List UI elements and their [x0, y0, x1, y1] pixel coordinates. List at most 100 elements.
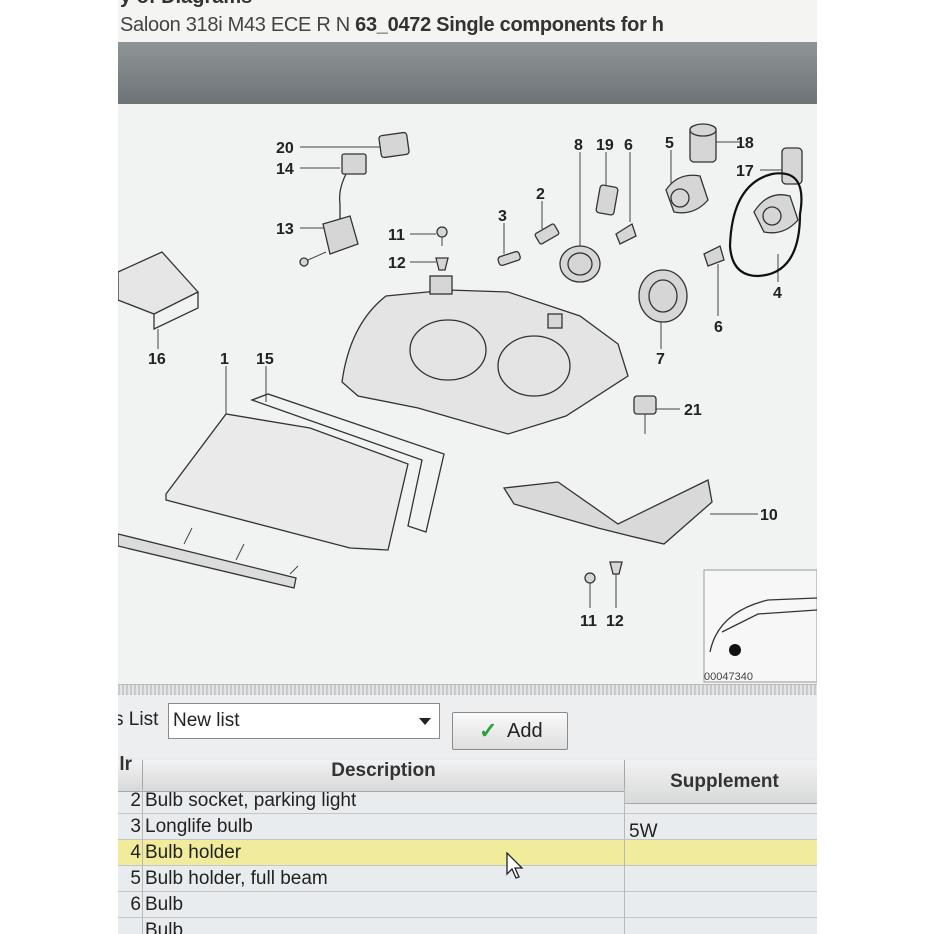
svg-text:19: 19 [596, 137, 614, 154]
window-title: y of Diagrams [120, 0, 252, 9]
screw-11-low [584, 572, 596, 584]
svg-text:7: 7 [656, 351, 665, 368]
cell-nr: 4 [118, 840, 143, 866]
add-button[interactable]: ✓ Add [452, 712, 568, 750]
seal-15 [250, 393, 445, 533]
cell-nr: 3 [118, 814, 143, 840]
location-marker-icon [729, 644, 741, 656]
svg-text:20: 20 [276, 140, 294, 157]
bulb-6-top [615, 223, 637, 245]
trim-strip [118, 527, 299, 589]
diagram-name: 63_0472 Single components for h [355, 14, 664, 36]
cap-17 [781, 147, 803, 185]
bulb-6-mid [703, 245, 725, 267]
table-row[interactable]: Bulb [118, 918, 817, 934]
list-select[interactable]: New list [168, 703, 440, 739]
app-window: y of Diagrams Saloon 318i M43 ECE R N 63… [118, 0, 817, 934]
cell-description: Bulb holder, full beam [143, 866, 625, 892]
cell-supplement [625, 788, 817, 814]
add-button-label: Add [507, 720, 543, 742]
list-toolbar: s List New list ✓ Add [118, 695, 817, 757]
nut-12-low [609, 561, 623, 575]
column-header-description[interactable]: Description [143, 760, 625, 792]
cell-description: Bulb [143, 918, 625, 934]
cell-nr: 5 [118, 866, 143, 892]
toolbar-band [118, 42, 817, 104]
list-label: s List [118, 709, 159, 730]
title-bar: y of Diagrams Saloon 318i M43 ECE R N 63… [118, 0, 817, 43]
highlight-circle [728, 172, 803, 278]
callout-numbers: 20 14 13 11 12 3 2 8 19 6 5 18 17 4 6 16… [148, 135, 782, 630]
svg-text:1: 1 [220, 351, 229, 368]
dropdown-arrow-icon[interactable] [419, 718, 431, 725]
bracket-10 [502, 479, 713, 545]
clip-21 [633, 395, 657, 434]
cell-description: Bulb holder [143, 840, 625, 866]
cell-description: Bulb [143, 892, 625, 918]
headlight-housing [341, 275, 629, 435]
parts-diagram[interactable]: 20 14 13 11 12 3 2 8 19 6 5 18 17 4 6 16… [118, 104, 817, 684]
nut-12 [435, 257, 449, 271]
diagram-subtitle: Saloon 318i M43 ECE R N 63_0472 Single c… [120, 14, 664, 37]
connector-14 [338, 153, 367, 222]
cell-description: Bulb socket, parking light [143, 788, 625, 814]
bulb-13 [299, 215, 359, 267]
svg-text:11: 11 [388, 227, 405, 244]
cell-description: Longlife bulb [143, 814, 625, 840]
column-header-nr[interactable]: lr [118, 755, 143, 792]
svg-text:6: 6 [624, 137, 633, 154]
car-location-inset [703, 569, 817, 683]
svg-text:8: 8 [574, 137, 583, 154]
cap-18 [689, 123, 717, 163]
svg-text:11: 11 [580, 613, 597, 630]
cell-supplement: 5W [625, 814, 817, 842]
vehicle-label: Saloon 318i M43 ECE R N [120, 14, 350, 36]
reflector-8 [559, 245, 601, 283]
svg-text:12: 12 [388, 255, 406, 272]
screw-11 [436, 226, 448, 246]
lens-1 [165, 413, 409, 551]
bulb-holder-4 [728, 172, 803, 278]
cell-supplement [625, 866, 817, 892]
bulb-socket-2 [534, 223, 560, 245]
svg-text:16: 16 [148, 351, 166, 368]
connector-20 [378, 131, 410, 159]
column-header-supplement[interactable]: Supplement [625, 760, 817, 804]
bulb-19 [595, 184, 619, 216]
svg-text:15: 15 [256, 351, 274, 368]
svg-text:12: 12 [606, 613, 624, 630]
cell-nr [118, 918, 143, 934]
svg-text:2: 2 [536, 186, 545, 203]
bulb-3 [497, 250, 521, 267]
cell-nr: 2 [118, 788, 143, 814]
svg-text:13: 13 [276, 221, 294, 238]
list-select-value: New list [173, 710, 240, 731]
svg-text:5: 5 [665, 135, 674, 152]
checkmark-icon: ✓ [479, 718, 498, 743]
reflector-7 [638, 269, 688, 323]
bulb-holder-5 [665, 174, 709, 214]
svg-text:21: 21 [684, 402, 702, 419]
image-code: 00047340 [704, 671, 753, 683]
exploded-view-drawing: 20 14 13 11 12 3 2 8 19 6 5 18 17 4 6 16… [118, 123, 817, 683]
cell-supplement [625, 892, 817, 918]
cell-nr: 6 [118, 892, 143, 918]
svg-text:3: 3 [498, 208, 507, 225]
svg-text:10: 10 [760, 507, 778, 524]
svg-text:18: 18 [736, 135, 754, 152]
leader-lines [157, 141, 786, 608]
cell-supplement [625, 918, 817, 934]
manual-16 [118, 251, 200, 331]
svg-text:4: 4 [773, 285, 782, 302]
cell-supplement [625, 840, 817, 866]
mouse-cursor-icon [506, 852, 524, 879]
svg-text:6: 6 [714, 319, 723, 336]
svg-text:14: 14 [276, 161, 294, 178]
svg-text:17: 17 [736, 163, 754, 180]
